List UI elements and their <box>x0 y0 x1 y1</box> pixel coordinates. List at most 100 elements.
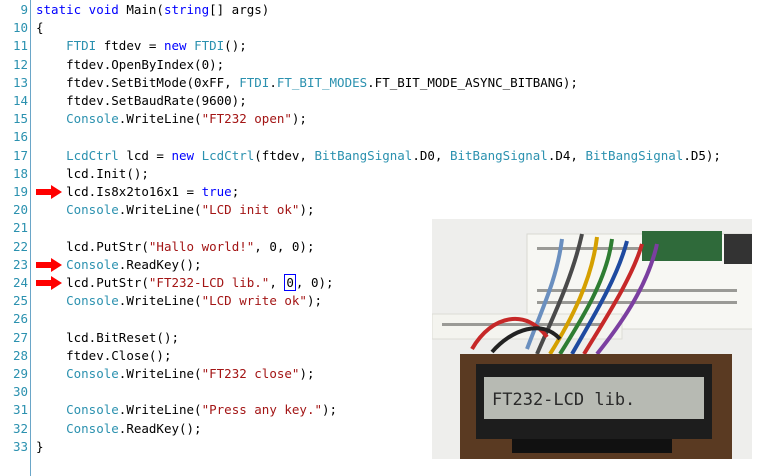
line-number: 26 <box>12 311 28 327</box>
code-line[interactable]: 21 <box>0 219 768 237</box>
code-token: (); <box>224 38 247 54</box>
code-line[interactable]: 19 lcd.Is8x2to16x1 = true; <box>0 183 768 201</box>
code-line[interactable]: 11 FTDI ftdev = new FTDI(); <box>0 37 768 55</box>
code-text[interactable]: lcd.Is8x2to16x1 = true; <box>36 183 239 201</box>
code-token: { <box>36 20 44 36</box>
lcd-display-text: FT232-LCD lib. <box>492 390 635 410</box>
code-text[interactable]: Console.WriteLine("FT232 open"); <box>36 110 307 128</box>
gutter-divider <box>30 0 31 476</box>
line-number: 21 <box>12 220 28 236</box>
code-token: "LCD write ok" <box>201 293 307 309</box>
code-line[interactable]: 14 ftdev.SetBaudRate(9600); <box>0 92 768 110</box>
code-text[interactable]: lcd.Init(); <box>36 165 149 183</box>
code-token: [] args) <box>209 2 270 17</box>
code-line[interactable]: 18 lcd.Init(); <box>0 165 768 183</box>
code-token: "FT232 open" <box>201 111 292 127</box>
code-line[interactable]: 28 ftdev.Close(); <box>0 347 768 365</box>
code-token: lcd.PutStr( <box>66 238 149 254</box>
code-token: ); <box>299 366 315 381</box>
code-text[interactable]: Console.ReadKey(); <box>36 256 202 274</box>
code-token: .WriteLine( <box>118 366 202 381</box>
line-number: 29 <box>12 366 28 381</box>
code-indent <box>36 348 66 363</box>
code-line[interactable]: 16 <box>0 128 768 146</box>
code-line[interactable]: 30 <box>0 383 768 401</box>
code-text[interactable]: } <box>36 438 44 456</box>
code-line[interactable]: 31 Console.WriteLine("Press any key."); <box>0 401 768 419</box>
code-text[interactable]: lcd.PutStr("FT232-LCD lib.", 0, 0); <box>36 274 334 292</box>
code-token: LcdCtrl <box>201 147 255 163</box>
code-text[interactable]: LcdCtrl lcd = new LcdCtrl(ftdev, BitBang… <box>36 147 721 165</box>
code-token: BitBangSignal <box>314 147 413 163</box>
code-text[interactable]: ftdev.OpenByIndex(0); <box>36 56 224 74</box>
code-text[interactable]: ftdev.Close(); <box>36 347 171 365</box>
code-indent <box>36 75 66 90</box>
code-text[interactable]: ftdev.SetBaudRate(9600); <box>36 92 247 110</box>
code-text[interactable]: Console.WriteLine("LCD init ok"); <box>36 201 314 219</box>
code-text[interactable]: Console.WriteLine("LCD write ok"); <box>36 292 322 310</box>
code-line[interactable]: 17 LcdCtrl lcd = new LcdCtrl(ftdev, BitB… <box>0 147 768 165</box>
code-line[interactable]: 24 lcd.PutStr("FT232-LCD lib.", 0, 0); <box>0 274 768 292</box>
code-token: static void <box>36 2 127 17</box>
code-token: Console <box>66 202 119 218</box>
code-line[interactable]: 20 Console.WriteLine("LCD init ok"); <box>0 201 768 219</box>
code-line[interactable]: 29 Console.WriteLine("FT232 close"); <box>0 365 768 383</box>
code-line[interactable]: 22 lcd.PutStr("Hallo world!", 0, 0); <box>0 238 768 256</box>
line-number: 28 <box>12 347 28 363</box>
code-line[interactable]: 26 <box>0 310 768 328</box>
code-token: "Press any key." <box>201 402 323 418</box>
code-token: ftdev.Close(); <box>66 347 172 363</box>
code-text[interactable]: lcd.PutStr("Hallo world!", 0, 0); <box>36 238 314 256</box>
code-text[interactable]: lcd.BitReset(); <box>36 329 179 347</box>
line-number: 24 <box>12 275 28 290</box>
code-line[interactable]: 23 Console.ReadKey(); <box>0 256 768 274</box>
code-line[interactable]: 27 lcd.BitReset(); <box>0 329 768 347</box>
code-token: lcd.Init(); <box>66 165 149 181</box>
code-token: Console <box>66 293 119 309</box>
code-token: .ReadKey(); <box>118 256 202 272</box>
code-text[interactable]: { <box>36 19 44 37</box>
code-indent <box>36 38 66 53</box>
code-line[interactable]: 33} <box>0 438 768 456</box>
code-text[interactable]: FTDI ftdev = new FTDI(); <box>36 37 247 55</box>
code-indent <box>36 57 66 72</box>
line-number: 16 <box>12 129 28 145</box>
code-line[interactable]: 25 Console.WriteLine("LCD write ok"); <box>0 292 768 310</box>
code-line[interactable]: 10{ <box>0 19 768 37</box>
line-number: 32 <box>12 420 28 436</box>
code-token: , 0, 0); <box>254 238 315 254</box>
line-number: 23 <box>12 256 28 272</box>
code-line[interactable]: 32 Console.ReadKey(); <box>0 420 768 438</box>
code-line[interactable]: 15 Console.WriteLine("FT232 open"); <box>0 110 768 128</box>
code-token: FT_BIT_MODES <box>276 74 368 90</box>
code-token: . <box>269 74 277 90</box>
code-token: ); <box>291 111 307 127</box>
lcd-photo-illustration: FT232-LCD lib. <box>432 219 752 459</box>
code-text[interactable]: Console.ReadKey(); <box>36 420 202 438</box>
code-token: .WriteLine( <box>118 111 202 127</box>
code-text[interactable]: ftdev.SetBitMode(0xFF, FTDI.FT_BIT_MODES… <box>36 74 578 92</box>
line-number: 19 <box>12 184 28 199</box>
code-token: lcd.BitReset(); <box>66 329 179 345</box>
line-number: 13 <box>12 74 28 90</box>
code-token: Console <box>66 256 119 272</box>
code-token: new <box>163 38 195 54</box>
code-text[interactable]: Console.WriteLine("FT232 close"); <box>36 365 315 383</box>
code-token: .D4, <box>547 147 586 163</box>
code-line[interactable]: 13 ftdev.SetBitMode(0xFF, FTDI.FT_BIT_MO… <box>0 74 768 92</box>
code-text[interactable]: static void Main(string[] args) <box>36 1 269 19</box>
code-token: "LCD init ok" <box>201 202 300 218</box>
code-text[interactable]: Console.WriteLine("Press any key."); <box>36 401 337 419</box>
line-number: 18 <box>12 165 28 181</box>
code-line[interactable]: 12 ftdev.OpenByIndex(0); <box>0 56 768 74</box>
line-number-gutter <box>0 0 30 476</box>
code-token: .WriteLine( <box>118 293 202 309</box>
code-token: new <box>171 147 202 163</box>
code-indent <box>36 239 66 254</box>
line-number: 33 <box>12 438 28 454</box>
code-indent <box>36 93 66 108</box>
code-token: "FT232-LCD lib." <box>148 275 270 290</box>
code-token: .ReadKey(); <box>118 420 202 436</box>
